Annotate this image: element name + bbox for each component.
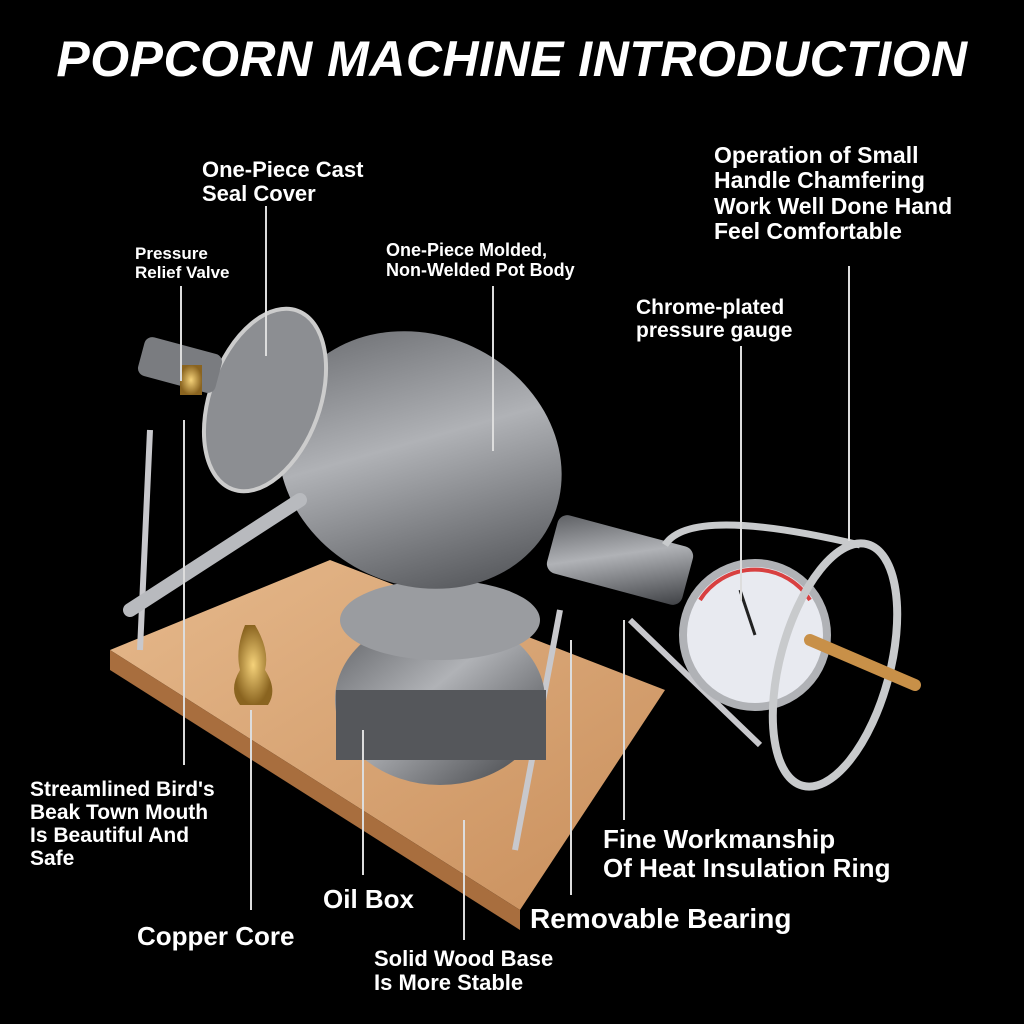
callout-line: [492, 286, 494, 451]
callout-line: [623, 620, 625, 820]
callout-line: [740, 346, 742, 601]
label-pot-body: One-Piece Molded,Non-Welded Pot Body: [386, 240, 575, 280]
callout-line: [183, 420, 185, 765]
callout-line: [570, 640, 572, 895]
callout-line: [250, 710, 252, 910]
callout-line: [463, 820, 465, 940]
callout-line: [265, 206, 267, 356]
handle: [804, 634, 921, 691]
label-copper-core: Copper Core: [137, 921, 295, 951]
copper-core: [234, 625, 273, 705]
callout-line: [180, 286, 182, 381]
pot-body: [278, 331, 562, 589]
callout-line: [848, 266, 850, 541]
callout-line: [362, 730, 364, 875]
label-oil-box: Oil Box: [323, 884, 415, 914]
page-title: POPCORN MACHINE INTRODUCTION: [56, 31, 968, 87]
label-bearing: Removable Bearing: [530, 903, 792, 934]
